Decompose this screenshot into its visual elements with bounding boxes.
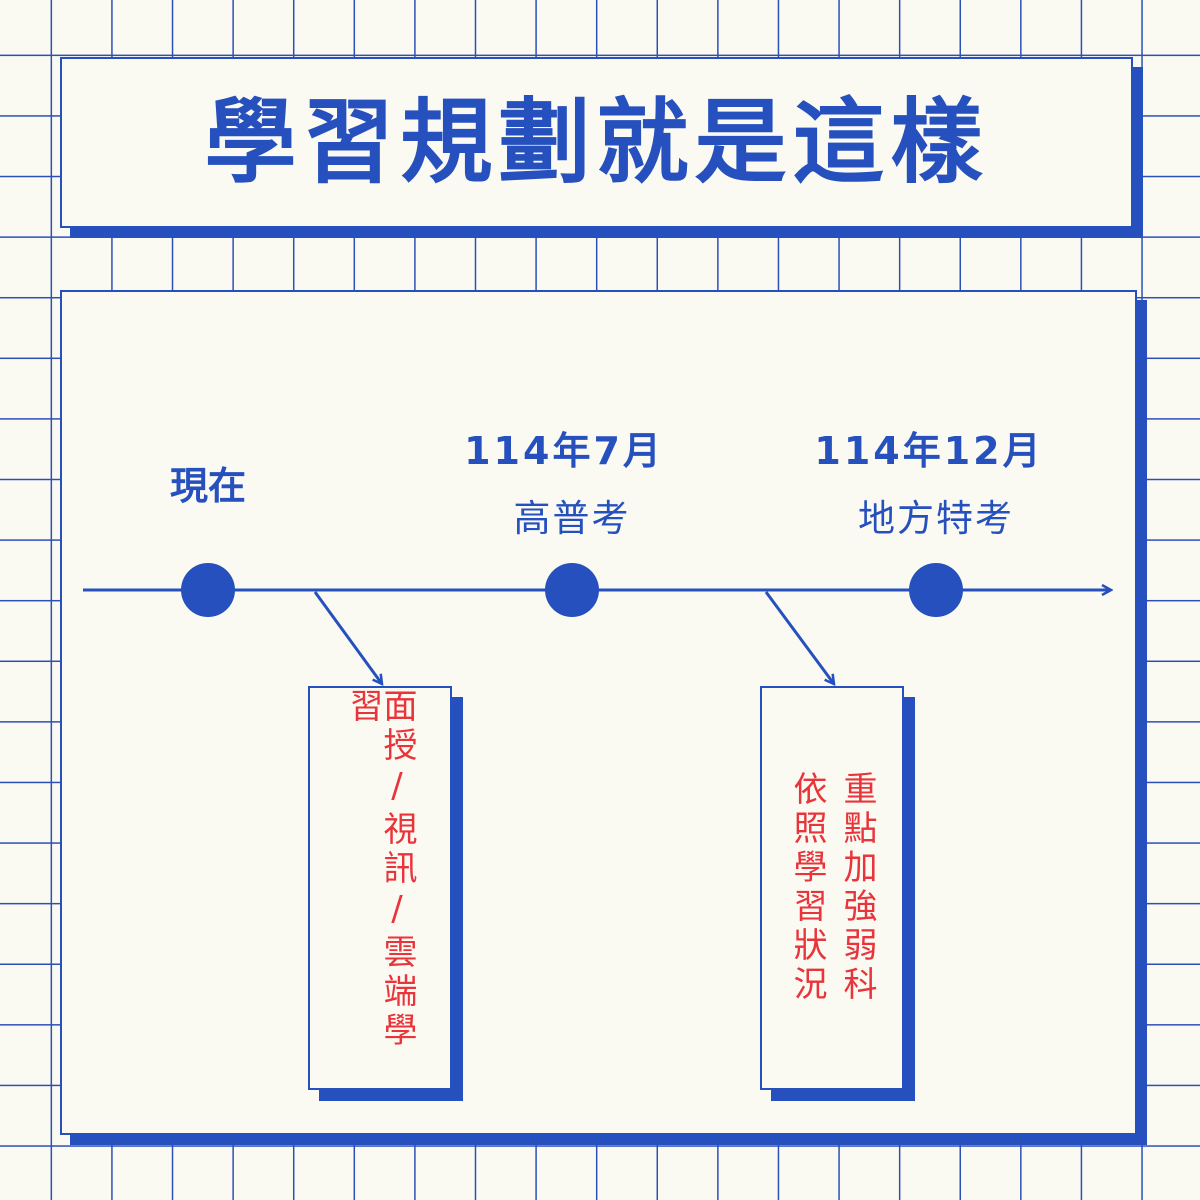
note-card-focus-weak-subjects: 依照學習狀況 重點加強弱科 <box>760 686 904 1090</box>
milestone-label-2: 地方特考 <box>858 497 1014 540</box>
title-card: 學習規劃就是這樣 <box>60 57 1133 228</box>
note-text-line-1: 依照學習狀況 <box>787 771 827 1005</box>
note-text-line-2: 重點加強弱科 <box>837 771 877 1005</box>
timeline-card <box>60 290 1137 1135</box>
milestone-date-2: 114年12月 <box>814 429 1044 473</box>
milestone-label-1: 高普考 <box>513 497 631 540</box>
page-title: 學習規劃就是這樣 <box>204 88 989 196</box>
note-card-study-methods: 面授/視訊/雲端學習 <box>308 686 452 1090</box>
milestone-label-now: 現在 <box>169 464 247 508</box>
note-text: 面授/視訊/雲端學習 <box>343 688 417 1051</box>
milestone-date-1: 114年7月 <box>464 429 664 473</box>
